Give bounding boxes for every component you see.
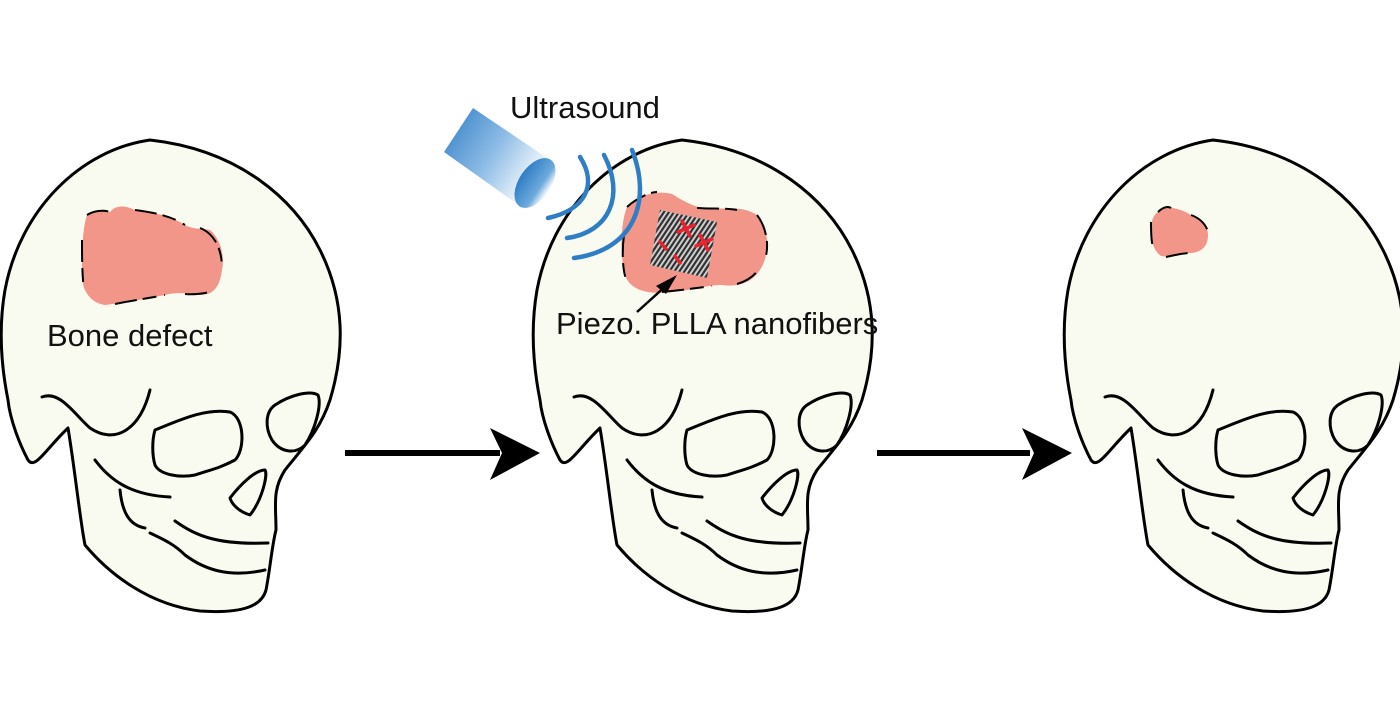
ultrasound-transducer: [444, 108, 556, 208]
bone-defect-label: Bone defect: [47, 318, 213, 353]
arrow-head-icon: [1022, 428, 1072, 480]
skull-icon: [0, 138, 342, 614]
negative-charge-icon: [673, 254, 682, 265]
progress-arrow-2: [877, 428, 1072, 480]
skull-treatment: Piezo. PLLA nanofibers: [531, 138, 878, 614]
negative-charge-icon: [658, 240, 668, 251]
transducer-face-icon: [514, 158, 556, 208]
nanofiber-stripe: [650, 210, 678, 278]
progress-arrow-1: [345, 428, 540, 480]
ultrasound-label: Ultrasound: [510, 90, 660, 125]
skull-before: Bone defect: [0, 138, 342, 614]
nanofiber-stripe: [650, 210, 688, 278]
healed-defect-region: [1151, 207, 1208, 257]
scaffold-pointer-arrow: [636, 275, 677, 313]
nanofiber-stripe: [686, 210, 717, 278]
positive-charge-icon: [694, 233, 714, 252]
skull-icon: [1062, 138, 1400, 614]
bone-defect-region: [82, 206, 223, 305]
healed-defect-outline: [1150, 206, 1209, 258]
charge-markers: [658, 219, 714, 265]
ultrasound-waves-icon: [545, 147, 643, 261]
skull-after: [1062, 138, 1400, 614]
scaffold-label: Piezo. PLLA nanofibers: [556, 306, 878, 341]
nanofiber-stripe: [650, 210, 673, 278]
nanofiber-stripe: [691, 210, 717, 278]
arrow-head-icon: [490, 428, 540, 480]
positive-charge-icon: [676, 219, 696, 238]
bone-defect-outline: [621, 191, 769, 293]
nanofiber-stripe: [696, 210, 717, 278]
bone-defect-outline: [81, 209, 223, 305]
